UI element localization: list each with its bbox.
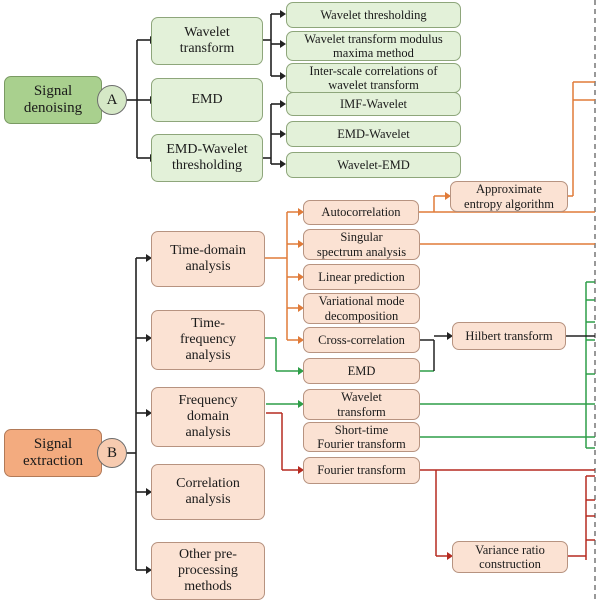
time-domain-orange-connectors: [265, 81, 595, 341]
technique-linear-prediction[interactable]: Linear prediction: [303, 264, 420, 290]
section-a-badge: A: [97, 85, 127, 115]
downstream-hilbert-transform[interactable]: Hilbert transform: [452, 322, 566, 350]
category-other-preprocessing[interactable]: Other pre- processing methods: [151, 542, 265, 600]
category-time-domain[interactable]: Time-domain analysis: [151, 231, 265, 287]
technique-autocorrelation[interactable]: Autocorrelation: [303, 200, 419, 225]
technique-short-time-fourier[interactable]: Short-time Fourier transform: [303, 422, 420, 452]
technique-cross-correlation[interactable]: Cross-correlation: [303, 327, 420, 353]
section-b-badge: B: [97, 438, 127, 468]
technique-emd[interactable]: EMD: [303, 358, 420, 384]
technique-variational-mode[interactable]: Variational mode decomposition: [303, 293, 420, 324]
time-frequency-green-connectors: [265, 281, 595, 449]
method-wavelet-transform[interactable]: Wavelet transform: [151, 17, 263, 65]
time-frequency-green-arrowheads: [298, 367, 304, 408]
signal-extraction-root[interactable]: Signal extraction: [4, 429, 102, 477]
frequency-domain-red-connectors: [266, 412, 595, 560]
sub-wavelet-emd[interactable]: Wavelet-EMD: [286, 152, 461, 178]
downstream-approximate-entropy[interactable]: Approximate entropy algorithm: [450, 181, 568, 212]
time-domain-orange-arrowheads: [298, 192, 451, 344]
downstream-variance-ratio[interactable]: Variance ratio construction: [452, 541, 568, 573]
sub-wavelet-modulus-maxima[interactable]: Wavelet transform modulus maxima method: [286, 31, 461, 61]
technique-wavelet-transform[interactable]: Wavelet transform: [303, 389, 420, 420]
technique-singular-spectrum[interactable]: Singular spectrum analysis: [303, 229, 420, 260]
signal-denoising-root[interactable]: Signal denoising: [4, 76, 102, 124]
sub-emd-wavelet[interactable]: EMD-Wavelet: [286, 121, 461, 147]
hilbert-connectors: [420, 335, 595, 371]
sub-imf-wavelet[interactable]: IMF-Wavelet: [286, 92, 461, 116]
sub-wavelet-thresholding[interactable]: Wavelet thresholding: [286, 2, 461, 28]
category-correlation[interactable]: Correlation analysis: [151, 464, 265, 520]
category-frequency-domain[interactable]: Frequency domain analysis: [151, 387, 265, 447]
section-b-trunk-arrowheads: [146, 254, 152, 574]
method-emd[interactable]: EMD: [151, 78, 263, 122]
method-emd-wavelet-thresholding[interactable]: EMD-Wavelet thresholding: [151, 134, 263, 182]
category-time-frequency[interactable]: Time- frequency analysis: [151, 310, 265, 370]
sub-inter-scale-correlations[interactable]: Inter-scale correlations of wavelet tran…: [286, 63, 461, 93]
hilbert-arrowheads: [447, 332, 453, 340]
section-b-trunk: [126, 257, 148, 571]
frequency-domain-red-arrowheads: [298, 466, 453, 560]
technique-fourier-transform[interactable]: Fourier transform: [303, 457, 420, 484]
